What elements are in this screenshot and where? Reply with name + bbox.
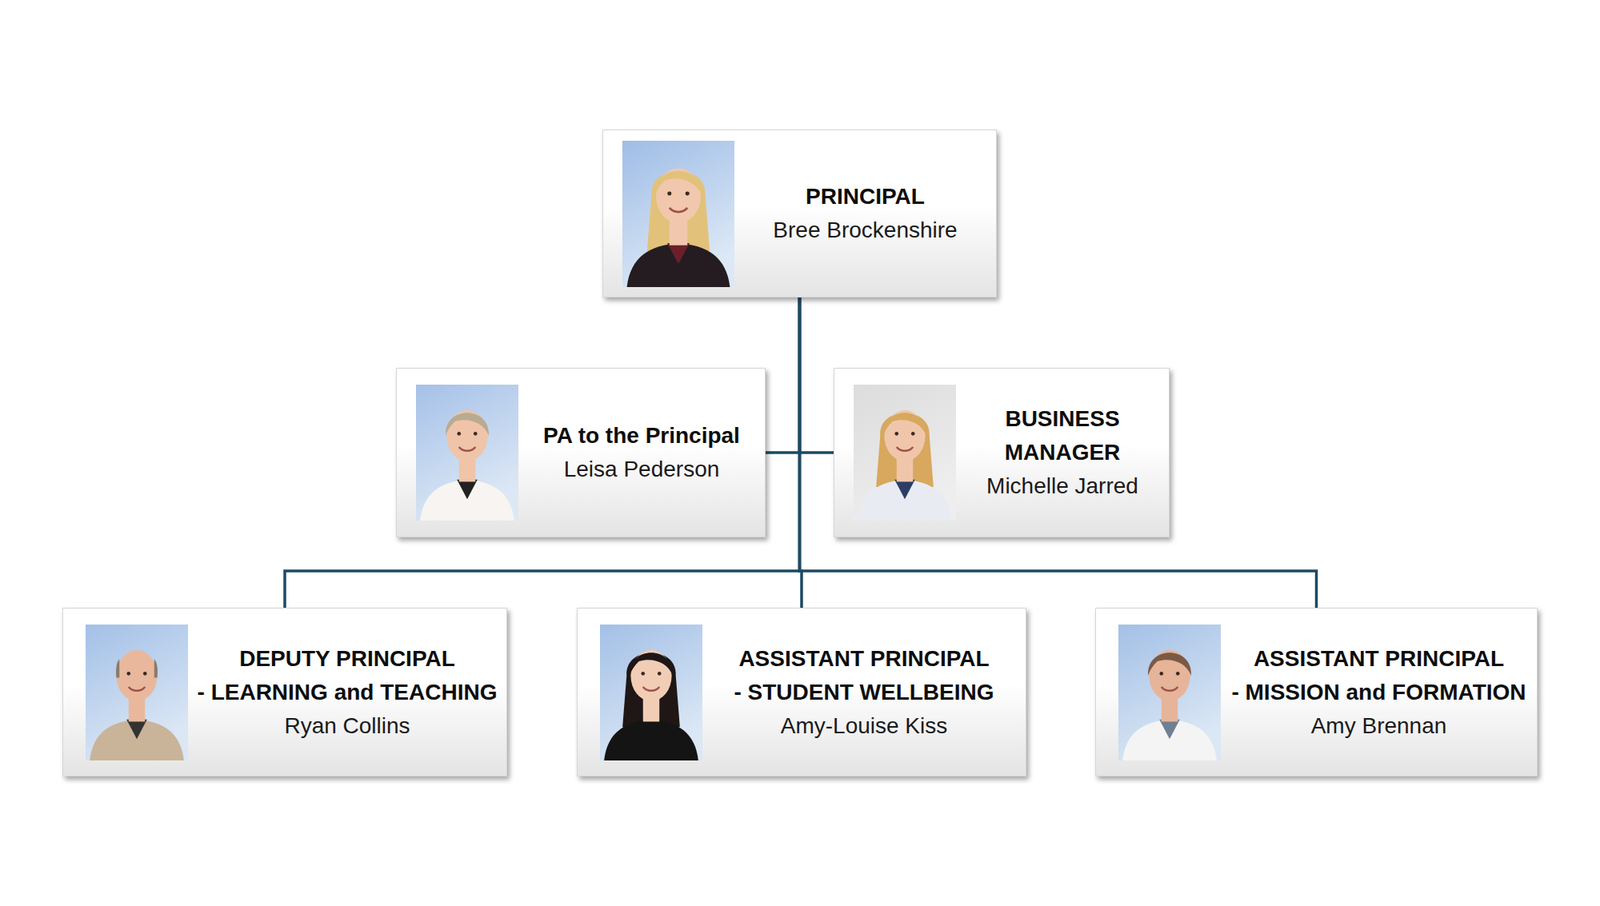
text-area: ASSISTANT PRINCIPAL - STUDENT WELLBEINGA… bbox=[708, 642, 1020, 744]
person-name: Amy Brennan bbox=[1311, 709, 1448, 744]
person-name: Bree Brockenshire bbox=[772, 213, 957, 248]
org-box: DEPUTY PRINCIPAL - LEARNING and TEACHING… bbox=[62, 608, 508, 777]
text-area: ASSISTANT PRINCIPAL - MISSION and FORMAT… bbox=[1227, 642, 1531, 744]
org-box: PRINCIPALBree Brockenshire bbox=[602, 129, 997, 298]
org-connector bbox=[284, 297, 800, 608]
text-area: PA to the PrincipalLeisa Pederson bbox=[524, 419, 759, 487]
portrait-photo bbox=[416, 384, 519, 521]
person-name: Amy-Louise Kiss bbox=[780, 709, 948, 744]
portrait-photo bbox=[1118, 624, 1221, 761]
org-box: PA to the PrincipalLeisa Pederson bbox=[396, 368, 766, 538]
org-box: ASSISTANT PRINCIPAL - STUDENT WELLBEINGA… bbox=[576, 608, 1027, 777]
person-name: Michelle Jarred bbox=[986, 469, 1139, 504]
role-title: BUSINESS MANAGER bbox=[1004, 402, 1121, 470]
org-connector bbox=[800, 297, 1317, 608]
org-box: ASSISTANT PRINCIPAL - MISSION and FORMAT… bbox=[1095, 608, 1538, 777]
org-box: BUSINESS MANAGERMichelle Jarred bbox=[833, 368, 1170, 538]
portrait-photo bbox=[600, 624, 703, 761]
person-name: Leisa Pederson bbox=[564, 452, 720, 487]
role-title: DEPUTY PRINCIPAL - LEARNING and TEACHING bbox=[197, 642, 498, 710]
portrait-photo bbox=[85, 624, 188, 761]
org-connector bbox=[765, 297, 800, 453]
role-title: PRINCIPAL bbox=[805, 180, 925, 214]
org-connector bbox=[800, 297, 835, 453]
text-area: PRINCIPALBree Brockenshire bbox=[740, 180, 990, 248]
portrait-photo bbox=[622, 140, 735, 288]
role-title: ASSISTANT PRINCIPAL - MISSION and FORMAT… bbox=[1231, 642, 1526, 710]
person-name: Ryan Collins bbox=[284, 709, 410, 744]
role-title: PA to the Principal bbox=[543, 419, 740, 453]
role-title: ASSISTANT PRINCIPAL - STUDENT WELLBEING bbox=[733, 642, 994, 710]
text-area: DEPUTY PRINCIPAL - LEARNING and TEACHING… bbox=[194, 642, 500, 744]
text-area: BUSINESS MANAGERMichelle Jarred bbox=[962, 402, 1163, 504]
portrait-photo bbox=[853, 384, 956, 521]
